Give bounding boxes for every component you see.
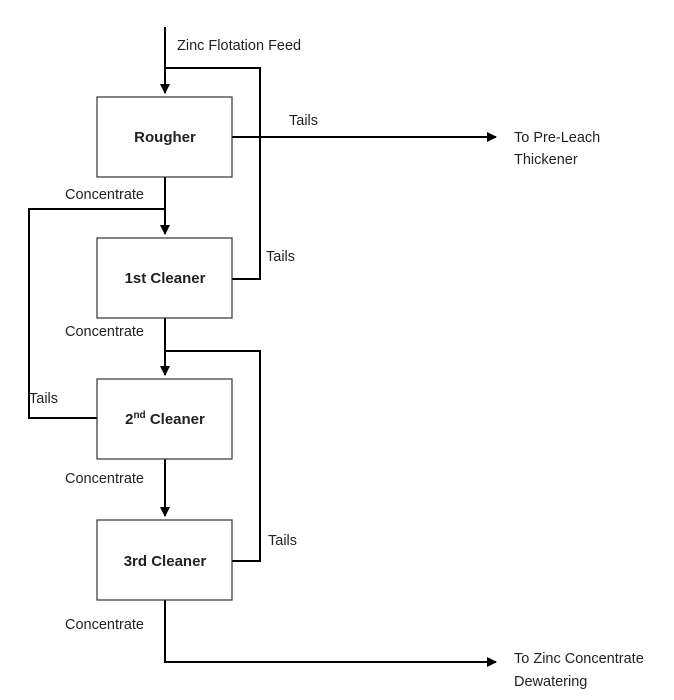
rougher-tails-label: Tails xyxy=(289,113,318,129)
cleaner2-label-sup: nd xyxy=(133,410,145,421)
cleaner1-tails-label: Tails xyxy=(266,249,295,265)
cleaner1-tails-recycle-line xyxy=(165,67,261,280)
cleaner1-concentrate-label: Concentrate xyxy=(65,324,144,340)
cleaner2-label: 2nd Cleaner xyxy=(125,410,205,428)
dewatering-label-line1: To Zinc Concentrate xyxy=(514,651,644,667)
cleaner3-label: 3rd Cleaner xyxy=(124,553,207,570)
cleaner3-concentrate-label: Concentrate xyxy=(65,617,144,633)
cleaner3-box xyxy=(96,519,233,601)
cleaner3-tails-recycle-line xyxy=(165,350,261,562)
cleaner2-tails-label: Tails xyxy=(29,391,58,407)
cleaner3-concentrate-line xyxy=(164,600,497,667)
rougher-label: Rougher xyxy=(134,129,196,146)
dewatering-label-line2: Dewatering xyxy=(514,674,587,690)
cleaner2-label-prefix: 2 xyxy=(125,411,133,428)
cleaner1-label: 1st Cleaner xyxy=(125,270,206,287)
cleaner2-label-suffix: Cleaner xyxy=(146,411,205,428)
pre-leach-label-line1: To Pre-Leach xyxy=(514,130,600,146)
cleaner2-concentrate-label: Concentrate xyxy=(65,471,144,487)
cleaner3-tails-label: Tails xyxy=(268,533,297,549)
pre-leach-label-line2: Thickener xyxy=(514,152,578,168)
feed-label: Zinc Flotation Feed xyxy=(177,38,301,54)
cleaner1-box xyxy=(96,237,233,319)
cleaner2-tails-recycle-line xyxy=(28,208,165,419)
rougher-box xyxy=(96,96,233,178)
rougher-concentrate-label: Concentrate xyxy=(65,187,144,203)
cleaner2-box xyxy=(96,378,233,460)
